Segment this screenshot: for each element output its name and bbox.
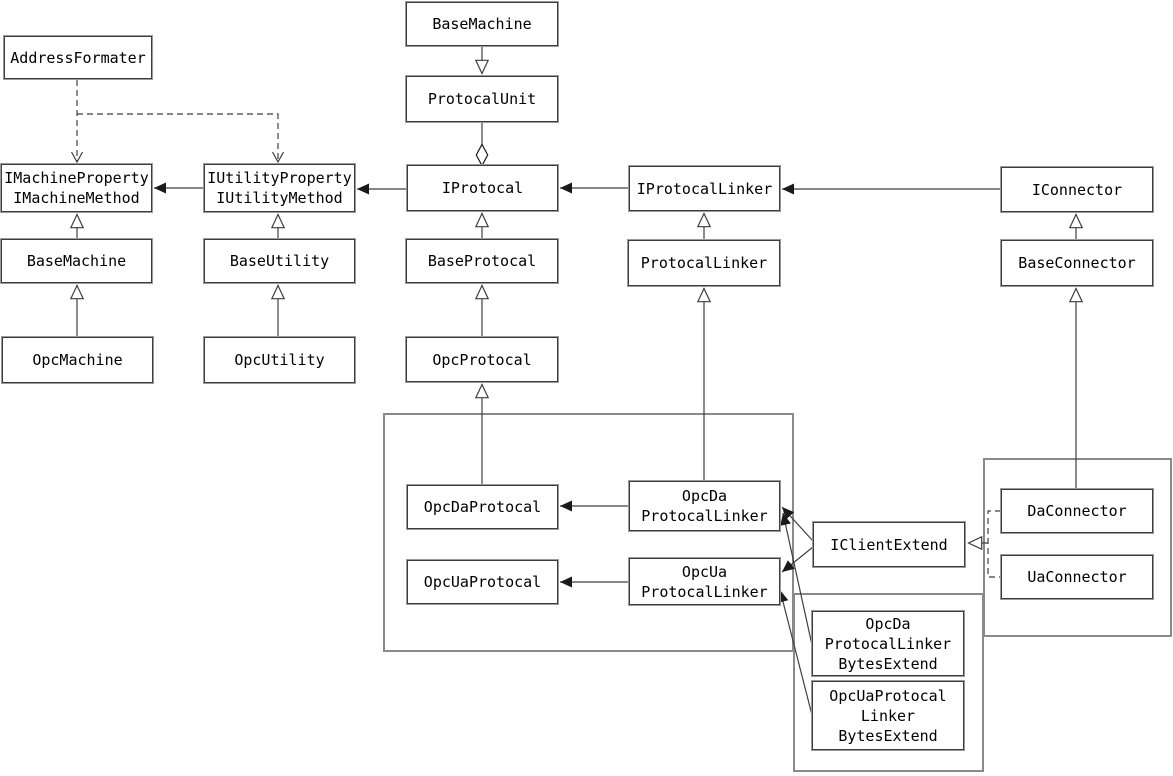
class-box-basemachine-left: BaseMachine — [0, 238, 153, 284]
class-box-basemachine-top: BaseMachine — [405, 1, 559, 47]
class-label-line: ProtocalLinker — [641, 582, 768, 601]
class-label-line: IMachineMethod — [13, 189, 140, 207]
class-label-line: BaseMachine — [26, 252, 127, 270]
class-box-addressformater: AddressFormater — [3, 35, 153, 80]
class-box-iclientextend: IClientExtend — [812, 521, 966, 568]
class-label-line: IProtocal — [441, 179, 524, 197]
class-box-opcprotocal: OpcProtocal — [405, 336, 559, 383]
class-label-line: IProtocalLinker — [636, 179, 773, 198]
class-label-line: ProtocalUnit — [427, 90, 537, 108]
class-box-baseutility: BaseUtility — [203, 238, 356, 284]
class-label-line: ProtocalLinker — [641, 507, 768, 525]
container-connector-group — [983, 458, 1172, 637]
class-label-line: OpcMachine — [32, 351, 123, 369]
class-label-line: UaConnector — [1027, 568, 1127, 586]
class-box-protocallinker: ProtocalLinker — [627, 239, 781, 287]
class-box-opcutility: OpcUtility — [203, 336, 356, 384]
class-label-line: IUtilityMethod — [216, 189, 343, 207]
class-box-opcuaprotocal: OpcUaProtocal — [406, 559, 559, 605]
class-box-protocalunit: ProtocalUnit — [405, 75, 559, 123]
class-label-line: OpcDa — [681, 487, 728, 505]
class-box-baseconnector: BaseConnector — [1000, 239, 1154, 287]
class-label-line: AddressFormater — [10, 48, 146, 67]
edge-addressformater-iutilityproperty-dependency — [77, 113, 278, 162]
class-label-line: BytesExtend — [838, 726, 938, 745]
class-label-line: OpcDa — [865, 614, 911, 633]
class-box-baseprotocal: BaseProtocal — [405, 238, 559, 284]
class-label-line: OpcDaProtocal — [423, 498, 542, 516]
class-box-iconnector: IConnector — [1000, 166, 1154, 213]
class-box-iprotocal: IProtocal — [406, 164, 559, 212]
class-label-line: IUtilityProperty — [207, 169, 352, 187]
class-box-opcmachine: OpcMachine — [1, 336, 154, 384]
class-box-iprotocallinker: IProtocalLinker — [628, 165, 781, 212]
class-box-daconnector: DaConnector — [1000, 488, 1154, 534]
class-label-line: OpcUaProtocal — [829, 686, 947, 705]
class-box-uaconnector: UaConnector — [1000, 554, 1154, 600]
class-label-line: OpcUa — [681, 562, 728, 581]
class-label-line: ProtocalLinker — [640, 254, 768, 272]
container-opc-protocal-group — [383, 413, 794, 652]
class-label-line: OpcUaProtocal — [423, 573, 542, 591]
class-box-opcdaprotocal: OpcDaProtocal — [406, 484, 559, 530]
class-label-line: BaseConnector — [1018, 254, 1136, 272]
class-label-line: IMachineProperty — [4, 169, 149, 187]
class-label-line: IClientExtend — [830, 535, 948, 554]
class-label-line: Linker — [860, 706, 916, 725]
class-label-line: OpcUtility — [234, 351, 325, 369]
class-label-line: ProtocalLinker — [824, 634, 952, 653]
class-label-line: BaseProtocal — [427, 252, 537, 270]
class-label-line: IConnector — [1031, 180, 1123, 199]
class-label-line: OpcProtocal — [432, 350, 532, 369]
class-label-line: DaConnector — [1027, 502, 1127, 520]
class-label-line: BaseUtility — [229, 252, 330, 270]
class-label-line: BytesExtend — [838, 654, 938, 673]
class-label-line: BaseMachine — [432, 15, 532, 33]
